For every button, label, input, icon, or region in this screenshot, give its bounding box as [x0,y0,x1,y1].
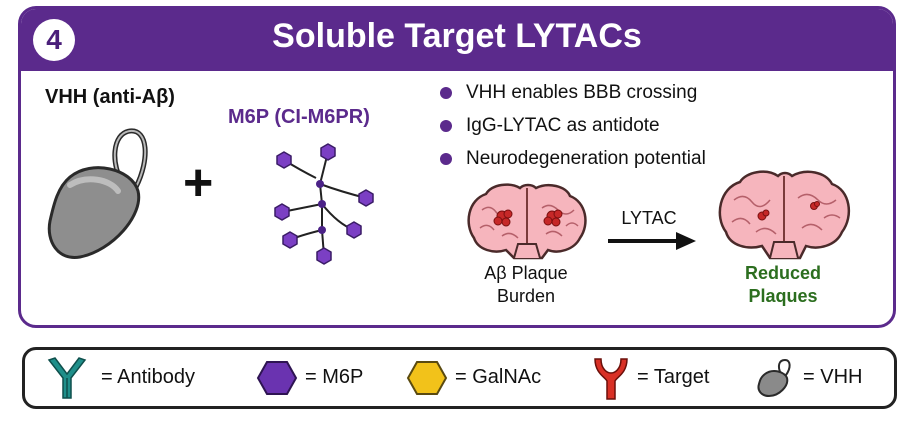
list-item: VHH enables BBB crossing [438,82,706,115]
plaque-burden-caption: Aβ Plaque Burden [484,263,568,306]
benefits-list: VHH enables BBB crossing IgG-LYTAC as an… [438,82,706,181]
main-panel: 4 Soluble Target LYTACs [18,6,896,328]
m6p-label: M6P (CI-M6PR) [228,106,370,128]
vhh-icon [757,358,791,398]
panel-title: Soluble Target LYTACs [272,17,642,55]
legend-item-target: = Target [593,350,753,406]
legend: = Antibody = M6P = GalNAc = Target = VHH [22,347,897,409]
legend-label: = M6P [305,366,364,388]
brain-reduced-plaques-icon [718,170,850,260]
vhh-nanobody-icon [47,128,148,259]
bullet-dot [440,87,452,99]
list-item: IgG-LYTAC as antidote [438,115,706,148]
target-icon [594,358,628,400]
vhh-label: VHH (anti-Aβ) [45,86,175,108]
legend-item-galnac: = GalNAc [406,350,577,406]
brain-plaque-burden-icon [467,183,587,260]
panel-header: 4 Soluble Target LYTACs [21,9,893,71]
plus-sign: + [183,154,214,212]
galnac-hexagon-icon [406,361,448,395]
reduced-plaques-caption: Reduced Plaques [744,263,822,306]
right-arrow-icon [608,232,696,250]
bullet-dot [440,153,452,165]
legend-label: = VHH [803,366,863,388]
bullet-dot [440,120,452,132]
legend-item-antibody: = Antibody [45,350,245,406]
lytac-arrow-label: LYTAC [621,208,677,228]
legend-item-m6p: = M6P [256,350,407,406]
legend-item-vhh: = VHH [755,350,895,406]
m6p-branched-cluster-icon [274,143,374,265]
legend-label: = Target [637,366,710,388]
legend-label: = Antibody [101,366,195,388]
m6p-hexagon-icon [256,361,298,395]
list-item: Neurodegeneration potential [438,148,706,181]
step-number-badge: 4 [33,19,75,61]
legend-label: = GalNAc [455,366,542,388]
antibody-icon [47,357,87,399]
